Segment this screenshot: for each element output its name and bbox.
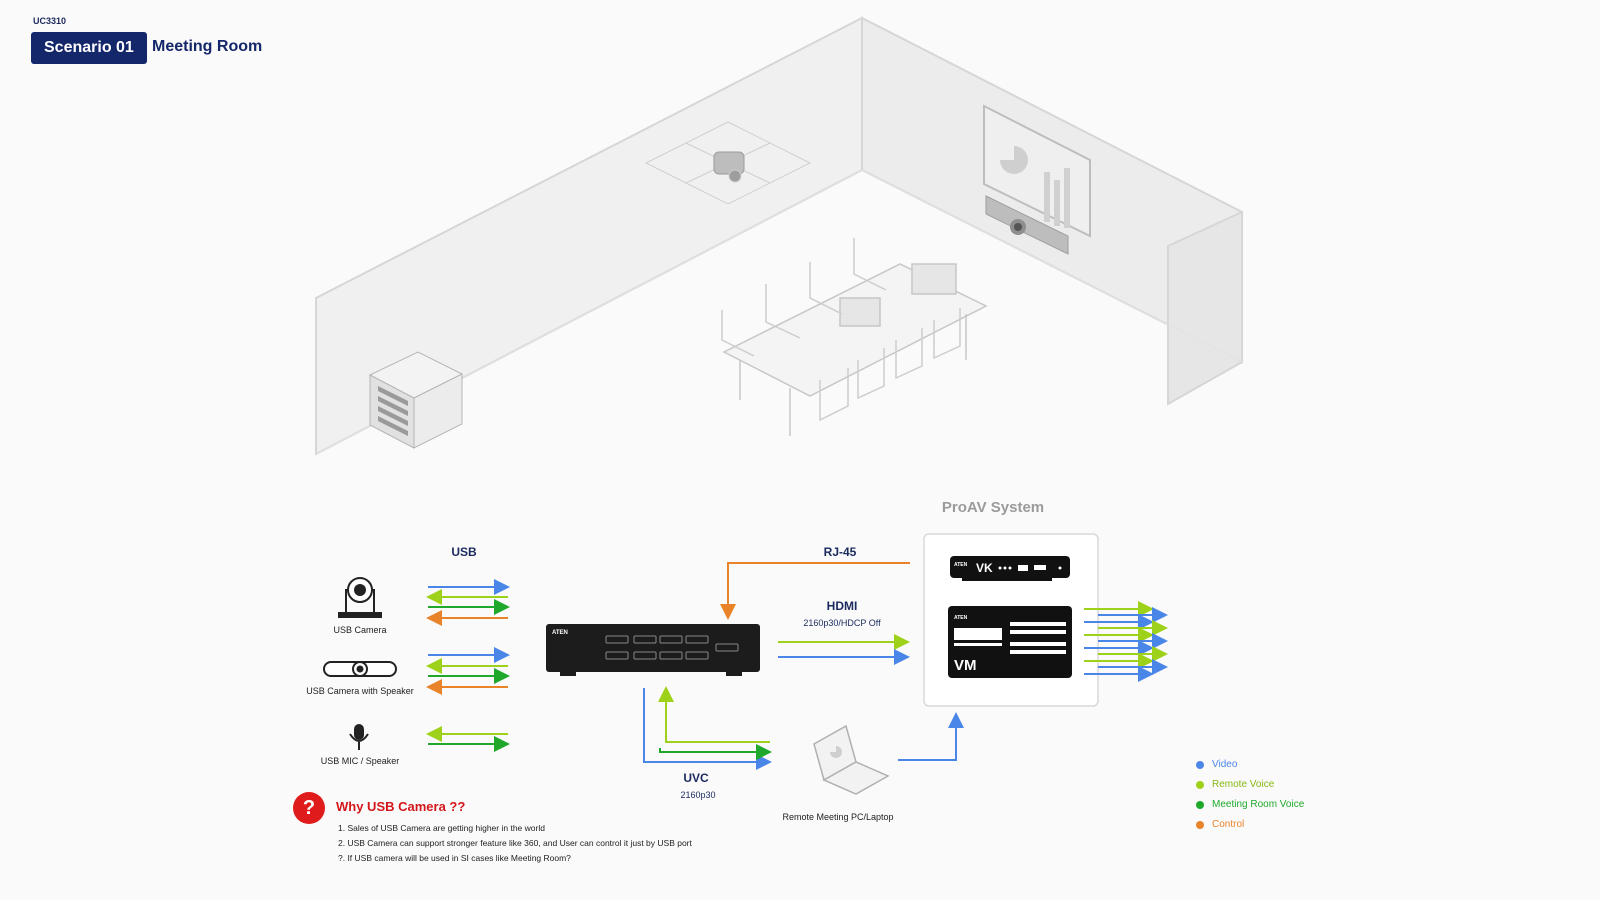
legend-dot-video: [1196, 760, 1204, 769]
usb-camera-icon: [338, 577, 382, 618]
uvc-spec-label: 2160p30: [680, 790, 715, 800]
why-title: Why USB Camera ??: [336, 799, 466, 814]
model-tag: UC3310: [33, 16, 67, 26]
question-icon: ?: [293, 792, 325, 824]
legend-label-meeting-room-voice: Meeting Room Voice: [1212, 799, 1305, 810]
vk-logo: ATEN: [954, 562, 968, 568]
legend-label-control: Control: [1212, 819, 1245, 830]
legend-item-control: Control: [1196, 819, 1244, 830]
vm-label: VM: [954, 657, 977, 674]
soundbar-camera-icon: [985, 195, 1069, 255]
vk-controller-icon: ATEN VK: [950, 556, 1070, 581]
remote-pc-label: Remote Meeting PC/Laptop: [782, 812, 893, 822]
uc3310-logo: ATEN: [552, 630, 568, 636]
vk-label: VK: [976, 561, 993, 575]
usb-camera-speaker-icon: [323, 661, 397, 677]
vm-logo: ATEN: [954, 615, 968, 621]
rack-cabinet-icon: [368, 351, 464, 449]
uvc-label: UVC: [683, 771, 709, 785]
legend-dot-remote-voice: [1196, 780, 1204, 789]
legend-item-meeting-room-voice: Meeting Room Voice: [1196, 799, 1304, 810]
legend-dot-meeting-room-voice: [1196, 800, 1204, 809]
microphone-icon: [349, 724, 369, 750]
usb-camera-speaker-label: USB Camera with Speaker: [306, 686, 414, 696]
legend-dot-control: [1196, 820, 1204, 829]
ceiling-camera-icon: [644, 121, 812, 205]
usb-mic-speaker-label: USB MIC / Speaker: [321, 756, 400, 766]
hdmi-spec-label: 2160p30/HDCP Off: [803, 618, 881, 628]
why-line: ?. If USB camera will be used in SI case…: [338, 853, 571, 863]
why-line: 1. Sales of USB Camera are getting highe…: [338, 823, 545, 833]
legend-label-remote-voice: Remote Voice: [1212, 779, 1275, 790]
vm-matrix-icon: ATEN VM: [948, 606, 1072, 678]
wall-display-icon: [983, 104, 1091, 238]
usb-label: USB: [451, 545, 477, 559]
legend-label-video: Video: [1212, 759, 1238, 770]
conference-table-icon: [722, 263, 988, 436]
proav-system-title: ProAV System: [941, 499, 1045, 516]
usb-camera-label: USB Camera: [333, 625, 386, 635]
legend-item-video: Video: [1196, 759, 1237, 770]
uc3310-device-icon: ATEN: [546, 624, 760, 676]
laptop-icon: [813, 724, 890, 795]
why-line: 2. USB Camera can support stronger featu…: [338, 838, 692, 848]
chair-icons: [721, 238, 961, 422]
rj45-label: RJ-45: [824, 545, 857, 559]
scenario-title: Meeting Room: [152, 38, 263, 55]
hdmi-label: HDMI: [827, 599, 858, 613]
scenario-badge: Scenario 01: [31, 32, 147, 64]
legend-item-remote-voice: Remote Voice: [1196, 779, 1274, 790]
